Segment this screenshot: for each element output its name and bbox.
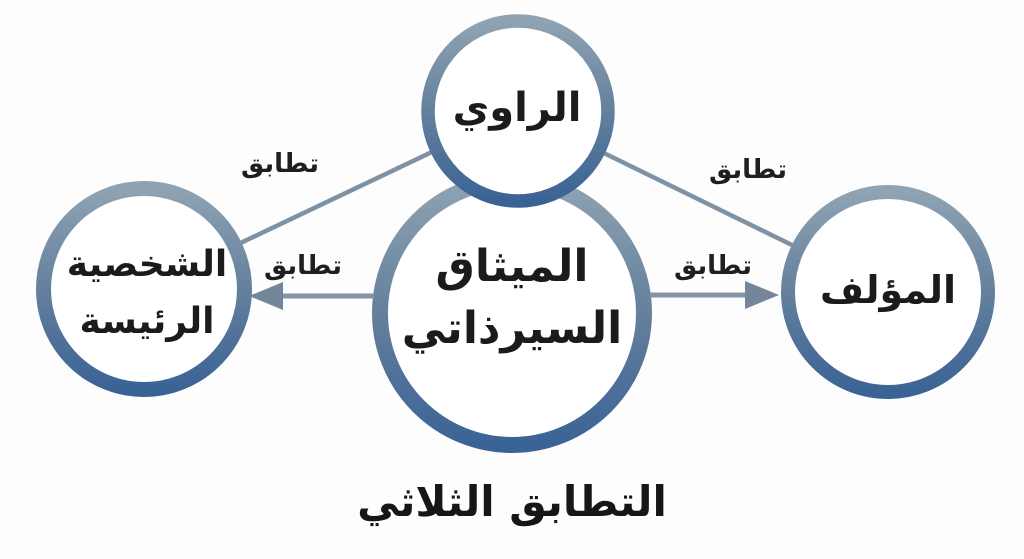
circle-narrator [421,14,615,208]
node-label-pact-line2: السيرذاتي [401,303,623,354]
node-label-main-character-line2: الرئيسة [79,301,215,342]
node-label-pact-line1: الميثاق [435,241,589,292]
edge-label-pact-author: تطابق [673,251,753,282]
circle-main-character [36,181,252,397]
node-label-pact: الميثاق السيرذاتي [402,236,622,360]
node-label-main-character: الشخصية الرئيسة [67,236,227,350]
arrow-head-right-icon [745,281,779,309]
edge-arrow-pact-character [249,282,374,310]
edge-label-narrator-character: تطابق [240,149,320,180]
circle-author [781,185,995,399]
node-label-main-character-line1: الشخصية [66,244,228,285]
edge-label-pact-character: تطابق [263,251,343,282]
diagram-caption: التطابق الثلاثي [357,476,667,526]
edge-label-narrator-author: تطابق [708,155,788,186]
edge-arrow-pact-author [650,281,779,309]
arrow-head-left-icon [249,282,283,310]
node-label-author: المؤلف [819,268,957,313]
node-label-narrator: الراوي [452,85,582,131]
